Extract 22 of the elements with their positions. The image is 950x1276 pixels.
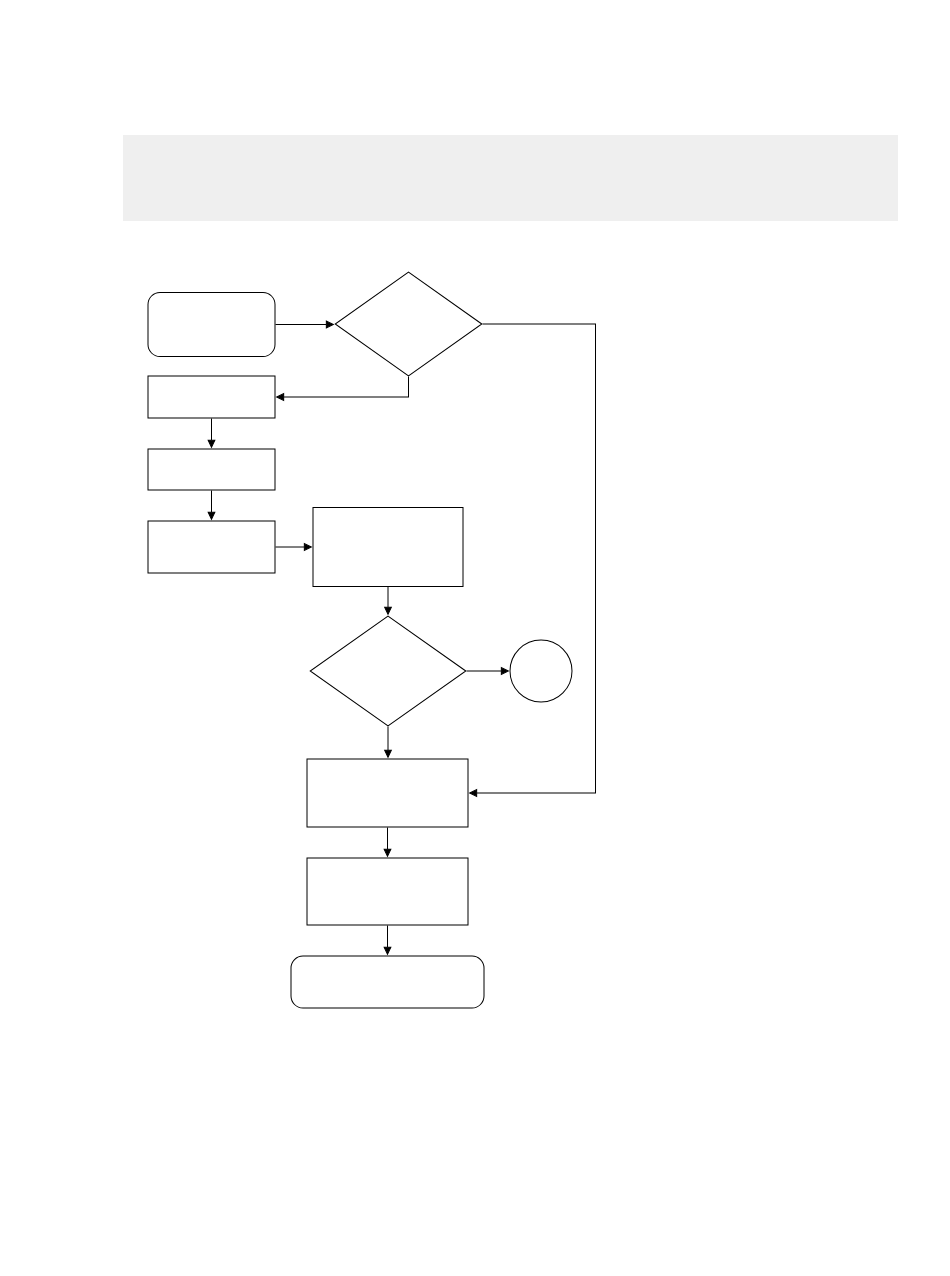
- process-box: [312, 507, 464, 587]
- arrow: [466, 667, 509, 675]
- process-box: [147, 520, 276, 574]
- arrow: [275, 320, 334, 329]
- process-box: [147, 448, 276, 491]
- arrow: [384, 586, 392, 615]
- decision-diamond: [309, 615, 467, 727]
- arrow: [275, 543, 312, 551]
- arrow: [469, 323, 596, 797]
- arrow: [207, 490, 216, 520]
- arrow: [383, 925, 392, 955]
- arrow: [207, 418, 216, 448]
- arrow: [384, 726, 392, 758]
- process-box: [306, 758, 469, 828]
- process-box: [306, 857, 469, 926]
- arrow: [276, 376, 409, 401]
- rounded-box: [147, 292, 276, 357]
- process-box: [147, 375, 276, 419]
- connector-circle: [509, 639, 573, 703]
- decision-diamond: [334, 271, 483, 377]
- rounded-box: [290, 955, 485, 1009]
- arrow: [383, 827, 392, 857]
